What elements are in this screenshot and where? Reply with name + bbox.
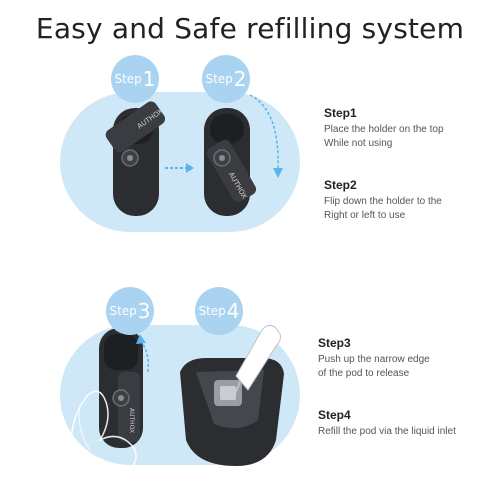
step-description-line1: Place the holder on the top: [324, 124, 444, 135]
device-step3: AUTHOX: [69, 328, 150, 471]
step-description-line1: Flip down the holder to the: [324, 196, 442, 207]
bubble-word: Step: [205, 72, 233, 86]
illustration-background-top: [60, 92, 300, 232]
bubble-word: Step: [114, 72, 142, 86]
step-description-line2: of the pod to release: [318, 368, 410, 379]
bubble-number: 1: [142, 67, 156, 91]
step1-instructions: Step1 Place the holder on the top While …: [324, 106, 494, 151]
step-description-line1: Refill the pod via the liquid inlet: [318, 426, 456, 437]
bubble-number: 3: [137, 299, 151, 323]
step-heading: Step4: [318, 408, 351, 422]
device-step4: [180, 324, 284, 466]
bubble-number: 2: [233, 67, 247, 91]
bubble-word: Step: [109, 304, 137, 318]
step3-instructions: Step3 Push up the narrow edge of the pod…: [318, 336, 488, 381]
brand-label: AUTHOX: [128, 408, 135, 433]
page-title: Easy and Safe refilling system: [35, 12, 465, 45]
bubble-number: 4: [226, 299, 240, 323]
step-description-line1: Push up the narrow edge: [318, 354, 430, 365]
step-heading: Step1: [324, 106, 357, 120]
step-heading: Step2: [324, 178, 357, 192]
step-heading: Step3: [318, 336, 351, 350]
device-step1: AUTHOX: [105, 101, 166, 216]
arrow-right-icon: [165, 163, 194, 173]
step-description-line2: Right or left to use: [324, 210, 406, 221]
step4-instructions: Step4 Refill the pod via the liquid inle…: [318, 408, 488, 439]
step-description-line2: While not using: [324, 138, 393, 149]
curved-arrow-icon: [249, 94, 283, 178]
bubble-word: Step: [198, 304, 226, 318]
device-step2: AUTHOX: [204, 108, 257, 216]
step2-instructions: Step2 Flip down the holder to the Right …: [324, 178, 494, 223]
